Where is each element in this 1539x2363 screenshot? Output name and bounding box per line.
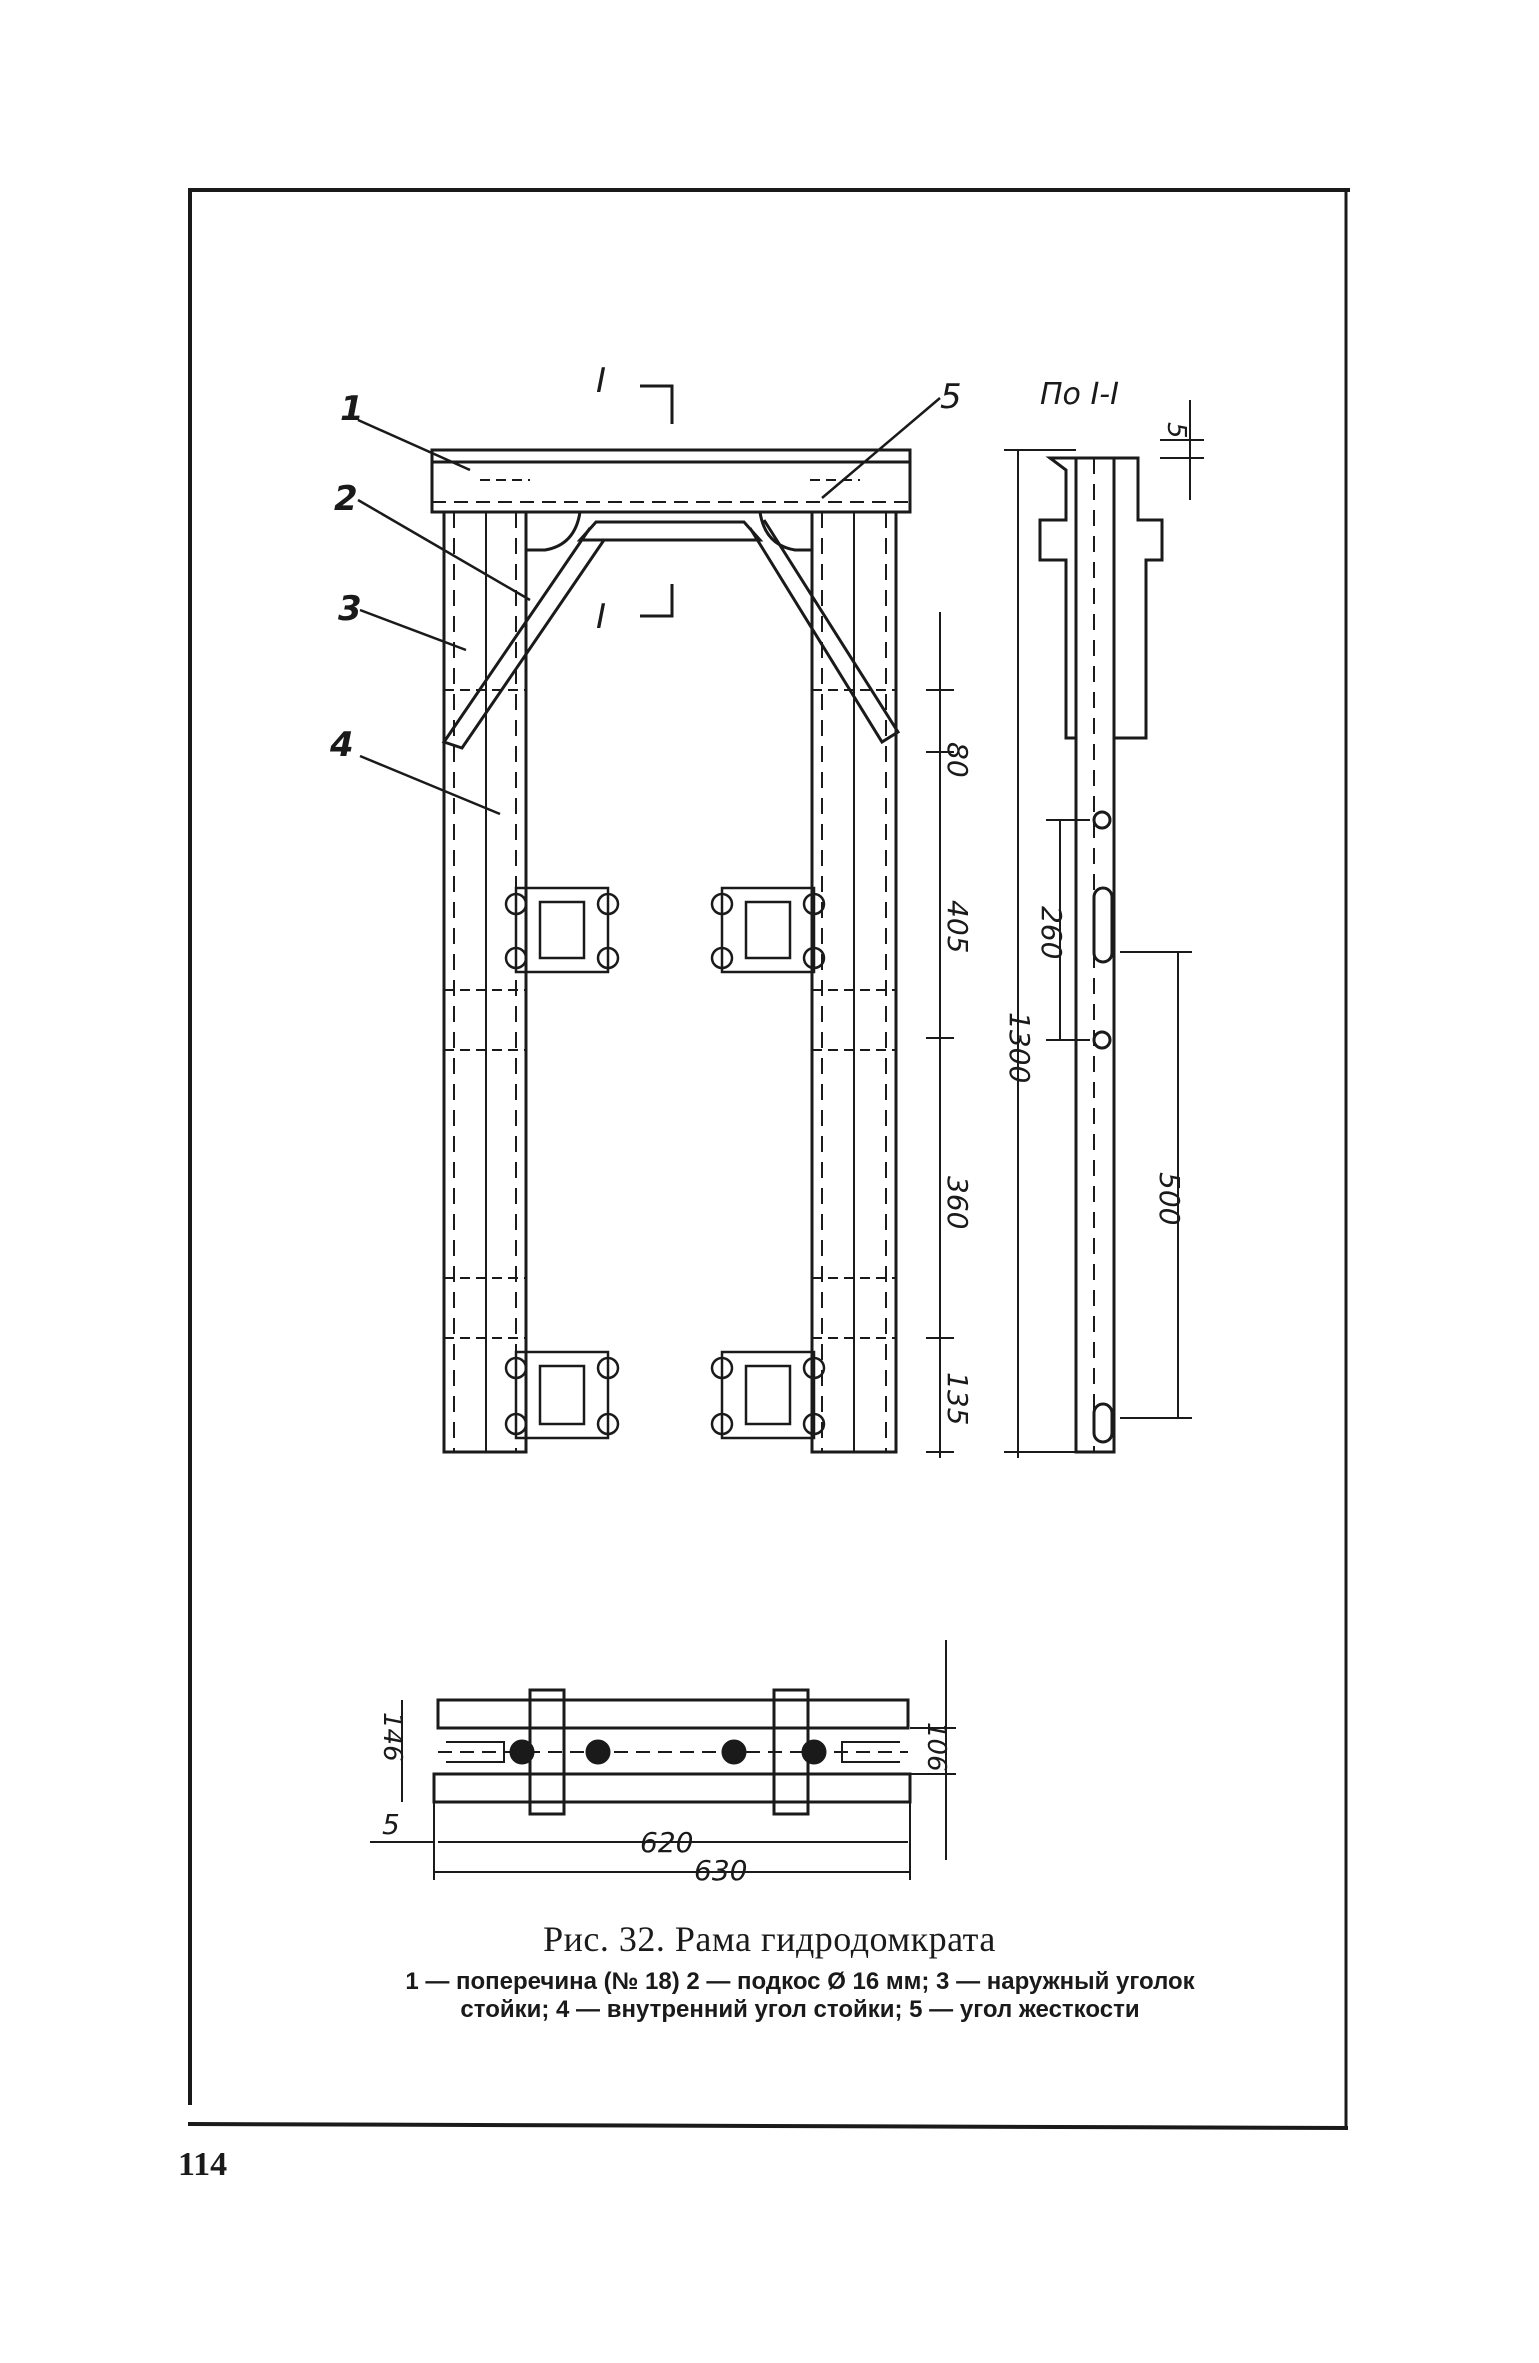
plan-view [370, 1640, 956, 1880]
right-brace [748, 519, 901, 745]
border-bottom [187, 2122, 1349, 2130]
dim-80: 80 [941, 742, 974, 778]
left-gusset [526, 510, 582, 552]
section-mark-bottom: I [596, 597, 606, 637]
legend-line-1: 1 — поперечина (№ 18) 2 — подкос Ø 16 мм… [405, 1968, 1195, 1995]
callout-3: 3 [338, 589, 362, 629]
bolt-brackets [504, 886, 826, 1440]
callout-1: 1 [340, 389, 364, 429]
section-title: По I-I [1040, 377, 1119, 412]
dim-620: 620 [640, 1826, 693, 1859]
dim-5-side: 5 [1161, 422, 1191, 439]
right-gusset [758, 510, 812, 552]
figure-caption-legend: 1 — поперечина (№ 18) 2 — подкос Ø 16 мм… [340, 1968, 1260, 2024]
callout-2: 2 [334, 479, 358, 519]
dim-135: 135 [941, 1372, 974, 1425]
figure-caption-title: Рис. 32. Рама гидродомкрата [543, 1919, 996, 1959]
section-mark-top: I [596, 361, 606, 401]
dim-405: 405 [941, 900, 974, 953]
legend-line-2: стойки; 4 — внутренний угол стойки; 5 — … [460, 1996, 1140, 2023]
page-number: 114 [178, 2146, 228, 2183]
dim-260: 260 [1035, 906, 1068, 959]
callout-4: 4 [329, 725, 354, 765]
front-view [357, 384, 954, 1458]
callout-5: 5 [940, 377, 962, 417]
dim-630: 630 [694, 1854, 747, 1887]
crossbeam [430, 448, 912, 514]
dim-5-plan: 5 [382, 1808, 400, 1841]
left-brace [441, 527, 606, 750]
dim-106: 106 [921, 1722, 951, 1772]
dim-146: 146 [377, 1712, 407, 1762]
dim-360: 360 [941, 1176, 974, 1229]
side-view [1004, 400, 1204, 1458]
top-strut [576, 520, 764, 542]
dim-500: 500 [1153, 1172, 1186, 1225]
dim-1300: 1300 [1003, 1012, 1036, 1083]
